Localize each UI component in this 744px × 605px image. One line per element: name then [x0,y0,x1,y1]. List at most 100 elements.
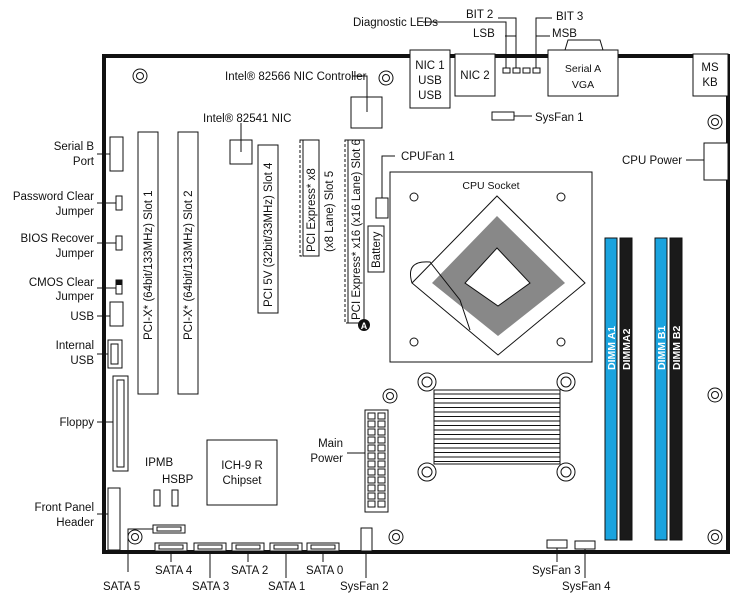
power-pin [367,492,376,500]
power-pin [377,420,386,428]
svg-text:Jumper: Jumper [56,248,95,260]
svg-text:NIC 1: NIC 1 [415,60,444,72]
power-pin [367,420,376,428]
svg-text:Diagnostic LEDs: Diagnostic LEDs [353,17,438,29]
pcie-x16-slot-6: PCI Express* x16 (x16 Lane) Slot 6 A [344,139,370,331]
power-pin [377,444,386,452]
pcie-x8-slot-5: PCI Express* x8 (x8 Lane) Slot 5 [299,139,336,257]
mounting-holes [127,68,723,545]
sata-0-connector: SATA 0 [306,542,343,577]
power-pin [367,460,376,468]
dimm-b1-slot: DIMM B1 [654,237,668,541]
svg-text:USB: USB [418,90,442,102]
nic2-connector: NIC 2 [454,53,496,97]
svg-text:Chipset: Chipset [223,475,263,487]
power-pin [367,468,376,476]
svg-text:CMOS Clear: CMOS Clear [29,277,94,289]
svg-text:DIMMA2: DIMMA2 [621,328,633,370]
password-clear-jumper: Password Clear Jumper [13,191,123,218]
svg-text:BIT 2: BIT 2 [466,9,493,21]
svg-text:CPU Power: CPU Power [622,155,682,167]
hsbp-connector: HSBP [162,474,194,507]
main-power-connector: Main Power [310,409,389,513]
power-pin [377,436,386,444]
power-pin [367,444,376,452]
nic-82541: Intel® 82541 NIC [203,113,291,165]
sata-1-connector: SATA 1 [268,542,305,593]
svg-text:Power: Power [310,453,343,465]
sysfan-4-connector: SysFan 4 [562,540,611,593]
power-pin [377,412,386,420]
power-pin [377,476,386,484]
svg-text:DIMM B2: DIMM B2 [671,326,683,370]
svg-text:Jumper: Jumper [56,291,95,303]
pci-x-slot-1: PCI-X* (64bit/133MHz) Slot 1 [137,131,159,395]
usb-header: USB [70,301,124,327]
diagnostic-leds: Diagnostic LEDs BIT 2 LSB BIT 3 MSB [353,9,583,74]
power-pin [367,436,376,444]
svg-text:BIOS Recover: BIOS Recover [21,233,95,245]
internal-usb-connector: Internal USB [56,339,123,369]
svg-text:DIMM B1: DIMM B1 [656,326,668,370]
svg-text:Battery: Battery [371,231,383,268]
power-pin [367,500,376,508]
power-pin [367,476,376,484]
power-pin [377,500,386,508]
power-pin [377,484,386,492]
sysfan-1-connector: SysFan 1 [491,111,584,124]
power-pin [367,484,376,492]
svg-text:Intel® 82541 NIC: Intel® 82541 NIC [203,113,291,125]
pci-slot-4: PCI 5V (32bit/33MHz) Slot 4 [257,144,279,314]
svg-text:SATA 1: SATA 1 [268,581,305,593]
dimm-a1-slot: DIMM A1 [604,237,618,541]
cpu-power-connector: CPU Power [622,142,729,181]
svg-text:Password Clear: Password Clear [13,191,94,203]
svg-text:SATA 0: SATA 0 [306,565,343,577]
svg-text:KB: KB [702,77,718,89]
svg-text:PCI-X* (64bit/133MHz) Slot 1: PCI-X* (64bit/133MHz) Slot 1 [143,190,155,340]
svg-text:SysFan 3: SysFan 3 [532,565,581,577]
svg-text:Floppy: Floppy [59,417,94,429]
serial-a-vga-connector: Serial A VGA [547,39,619,97]
svg-text:SATA 5: SATA 5 [103,581,140,593]
svg-text:CPU Socket: CPU Socket [462,180,519,192]
svg-text:SATA 3: SATA 3 [192,581,229,593]
svg-text:Front Panel: Front Panel [35,502,94,514]
svg-text:Internal: Internal [56,340,94,352]
svg-text:Header: Header [56,517,94,529]
sysfan-3-connector: SysFan 3 [532,539,581,577]
cmos-clear-jumper: CMOS Clear Jumper [29,277,123,303]
svg-text:A: A [361,321,368,331]
serial-b-port: Serial B Port [54,136,124,172]
nic1-usb-connector: NIC 1 USB USB [409,49,451,109]
power-pin [367,452,376,460]
svg-text:Jumper: Jumper [56,206,95,218]
floppy-connector: Floppy [59,375,129,472]
svg-text:SATA 2: SATA 2 [231,565,268,577]
power-pin [377,468,386,476]
dimm-b2-slot: DIMM B2 [669,237,683,541]
svg-text:Main: Main [318,438,343,450]
battery: Battery [367,225,385,273]
power-pin [367,412,376,420]
sata-2-connector: SATA 2 [231,542,268,577]
svg-text:MSB: MSB [552,28,577,40]
svg-text:SysFan 2: SysFan 2 [340,581,389,593]
svg-text:MS: MS [701,62,719,74]
svg-text:Port: Port [73,156,95,168]
sata-4-connector: SATA 4 [154,542,193,577]
bios-recover-jumper: BIOS Recover Jumper [21,233,123,260]
svg-text:DIMM A1: DIMM A1 [606,326,618,370]
svg-text:LSB: LSB [473,28,495,40]
ich9r-chipset: ICH-9 R Chipset [206,439,278,506]
svg-text:(x8 Lane) Slot 5: (x8 Lane) Slot 5 [324,171,336,252]
pci-x-slot-2: PCI-X* (64bit/133MHz) Slot 2 [177,131,199,395]
svg-text:USB: USB [70,355,94,367]
svg-text:HSBP: HSBP [162,474,194,486]
power-pin [377,428,386,436]
svg-text:CPUFan 1: CPUFan 1 [401,151,455,163]
sata-5-connector: SATA 5 [103,524,186,593]
svg-text:SATA 4: SATA 4 [155,565,193,577]
svg-text:Serial B: Serial B [54,141,95,153]
svg-text:BIT 3: BIT 3 [556,11,583,23]
